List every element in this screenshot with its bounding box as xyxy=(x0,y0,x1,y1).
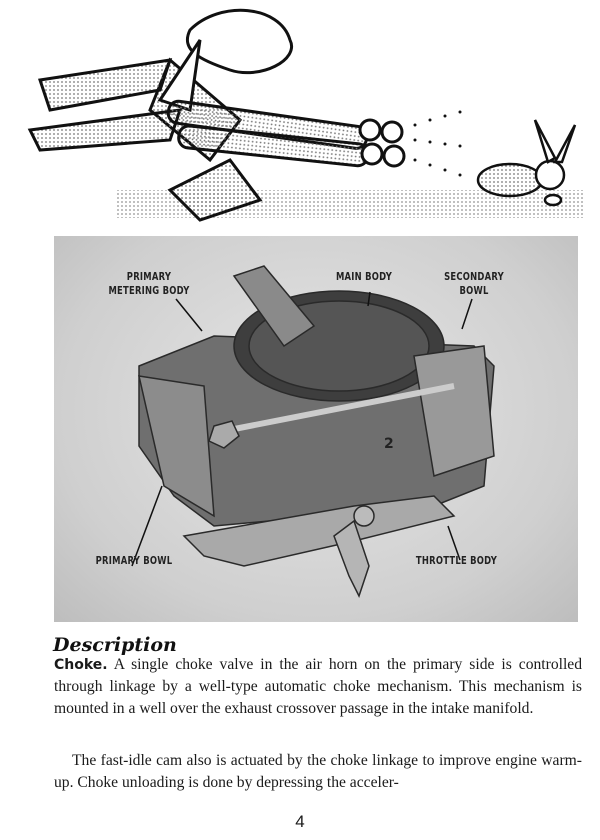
section-heading: Description xyxy=(53,634,177,656)
label-throttle-body: THROTTLE BODY xyxy=(415,555,498,567)
callout-arrows xyxy=(131,291,473,567)
carburetor-drawing: 2 xyxy=(131,265,495,598)
label-main-body: MAIN BODY xyxy=(335,271,393,283)
rabbit-figure xyxy=(476,119,577,207)
shotgun-barrels xyxy=(166,99,406,168)
label-primary-bowl: PRIMARY BOWL xyxy=(95,555,173,567)
carburetor-photo: 2 PRIMARY METERING BODY MAIN BODY SECOND… xyxy=(54,236,578,622)
hunter-figure xyxy=(27,8,294,222)
hunter-cartoon-illustration xyxy=(27,8,585,222)
paragraph-fast-idle: The fast-idle cam also is actuated by th… xyxy=(54,750,582,794)
paragraph-choke: Choke. A single choke valve in the air h… xyxy=(54,654,582,720)
label-secondary-bowl: SECONDARY BOWL xyxy=(444,271,504,297)
carburetor-numeral: 2 xyxy=(384,436,394,452)
shot-spray xyxy=(413,110,462,177)
paragraph-text: The fast-idle cam also is actuated by th… xyxy=(54,752,582,791)
paragraph-text: A single choke valve in the air horn on … xyxy=(54,656,582,717)
page-number: 4 xyxy=(295,812,305,831)
label-primary-metering-body: PRIMARY METERING BODY xyxy=(108,271,190,297)
paragraph-runin-heading: Choke. xyxy=(54,657,108,673)
